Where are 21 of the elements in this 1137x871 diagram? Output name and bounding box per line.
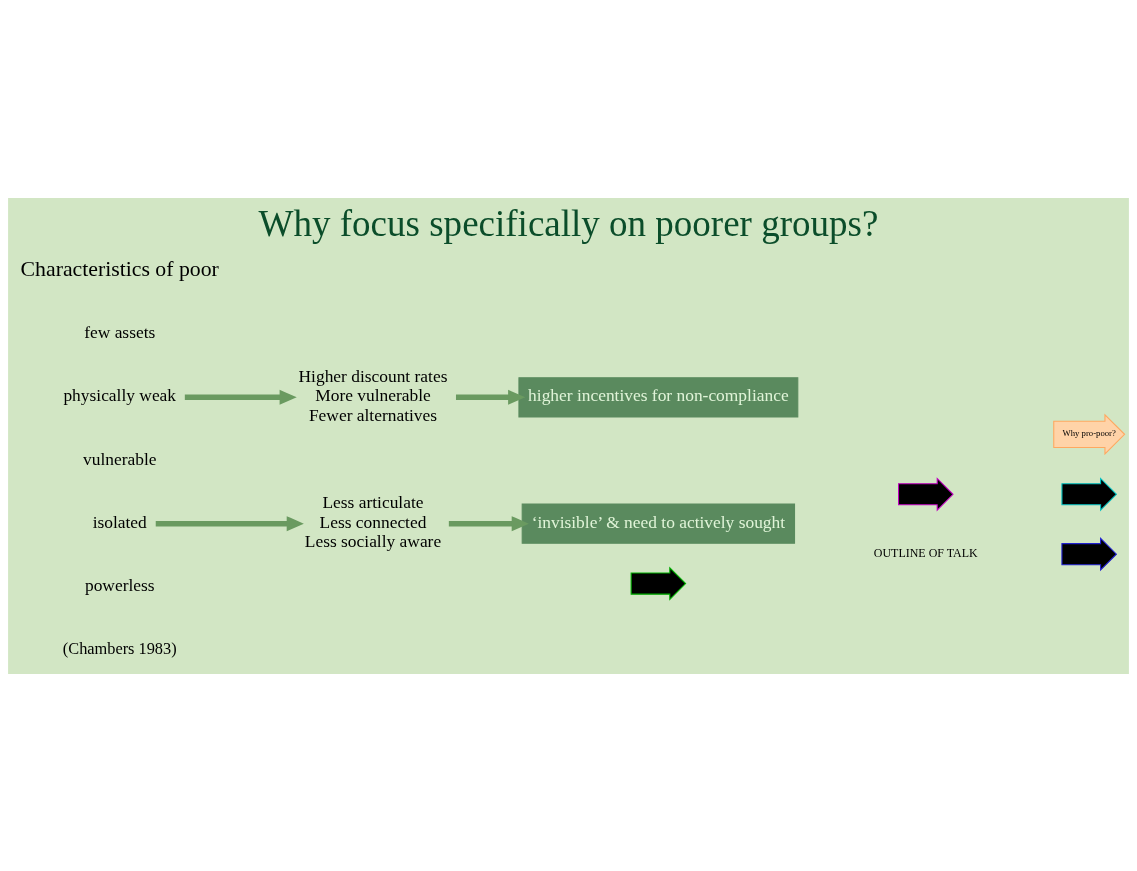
node-box: ‘invisible’ & need to actively sought — [521, 503, 796, 544]
node-text: vulnerable — [83, 448, 157, 469]
node-text: isolated — [92, 511, 147, 532]
node-text: few assets — [84, 321, 156, 342]
node-text: Higher discount rates More vulnerable Fewer alternatives — [298, 365, 448, 425]
node-arrow — [1061, 536, 1118, 571]
label: Characteristics of poor — [20, 256, 219, 281]
node-text: powerless — [84, 574, 155, 595]
node-box: higher incentives for non-compliance — [518, 376, 799, 417]
arrow — [456, 389, 526, 405]
node-arrow — [898, 476, 954, 511]
arrow — [155, 515, 304, 531]
node-text: OUTLINE OF TALK — [873, 545, 978, 560]
node-text: physically weak — [63, 384, 177, 405]
node-arrow — [630, 566, 687, 601]
arrow — [184, 389, 297, 405]
arrow — [448, 515, 529, 531]
node-arrow — [1061, 476, 1118, 511]
node-text: Less articulate Less connected Less socially aware — [304, 491, 442, 551]
label: (Chambers 1983) — [62, 638, 177, 658]
diagram-title: Why focus specifically on poorer groups? — [258, 202, 879, 244]
